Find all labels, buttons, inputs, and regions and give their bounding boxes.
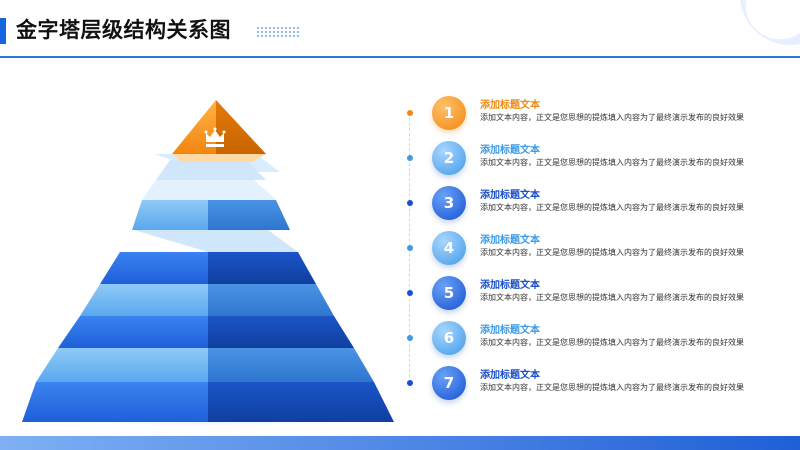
footer-bar <box>0 436 800 450</box>
pyramid-tier-3-side <box>208 252 316 284</box>
item-title: 添加标题文本 <box>480 100 540 111</box>
pyramid-tier-5-front <box>58 316 208 348</box>
item-title: 添加标题文本 <box>480 280 540 291</box>
page-title: 金字塔层级结构关系图 <box>16 18 231 42</box>
item-number-badge: 4 <box>432 231 466 265</box>
pyramid-tier-7-side <box>208 382 394 422</box>
pyramid-tier-2-band-top-2 <box>156 160 266 180</box>
timeline-dot <box>407 155 413 161</box>
item-number-badge: 1 <box>432 96 466 130</box>
item-description: 添加文本内容，正文是您思想的提炼填入内容为了最终演示发布的良好效果 <box>480 338 744 347</box>
item-title: 添加标题文本 <box>480 235 540 246</box>
pyramid-tier-4-side <box>208 284 334 316</box>
pyramid-tier-2-band-front <box>132 200 208 230</box>
pyramid-tier-1-base <box>172 154 266 162</box>
pyramid-tier-3-top <box>134 230 298 252</box>
item-title: 添加标题文本 <box>480 145 540 156</box>
item-title: 添加标题文本 <box>480 370 540 381</box>
timeline-dot <box>407 380 413 386</box>
item-description: 添加文本内容，正文是您思想的提炼填入内容为了最终演示发布的良好效果 <box>480 203 744 212</box>
item-number-badge: 7 <box>432 366 466 400</box>
timeline-dot <box>407 110 413 116</box>
crown-icon <box>204 127 226 147</box>
pyramid-tier-7-front <box>22 382 208 422</box>
timeline-dot <box>407 335 413 341</box>
pyramid-tier-4-front <box>80 284 208 316</box>
header-divider <box>0 56 800 58</box>
pyramid-tier-1-front <box>172 100 216 154</box>
item-description: 添加文本内容，正文是您思想的提炼填入内容为了最终演示发布的良好效果 <box>480 158 744 167</box>
pyramid-tier-2-band-top <box>142 180 276 200</box>
pyramid-tier-2-band-side <box>208 200 290 230</box>
item-description: 添加文本内容，正文是您思想的提炼填入内容为了最终演示发布的良好效果 <box>480 293 744 302</box>
timeline-dot <box>407 200 413 206</box>
item-description: 添加文本内容，正文是您思想的提炼填入内容为了最终演示发布的良好效果 <box>480 383 744 392</box>
timeline-dot <box>407 290 413 296</box>
timeline-dot <box>407 245 413 251</box>
item-title: 添加标题文本 <box>480 325 540 336</box>
pyramid-diagram <box>22 100 395 426</box>
pyramid-tier-6-front <box>36 348 208 382</box>
item-number-badge: 2 <box>432 141 466 175</box>
item-description: 添加文本内容，正文是您思想的提炼填入内容为了最终演示发布的良好效果 <box>480 113 744 122</box>
pyramid-tier-5-side <box>208 316 354 348</box>
pyramid-tier-3-front <box>100 252 208 284</box>
item-description: 添加文本内容，正文是您思想的提炼填入内容为了最终演示发布的良好效果 <box>480 248 744 257</box>
item-number-badge: 3 <box>432 186 466 220</box>
pyramid-tier-1-side <box>216 100 266 154</box>
title-accent-bar <box>0 18 6 44</box>
item-number-badge: 6 <box>432 321 466 355</box>
item-number-badge: 5 <box>432 276 466 310</box>
slide-header: 金字塔层级结构关系图 <box>0 0 800 58</box>
item-title: 添加标题文本 <box>480 190 540 201</box>
dot-pattern-decoration <box>256 26 300 38</box>
pyramid-tier-6-side <box>208 348 374 382</box>
